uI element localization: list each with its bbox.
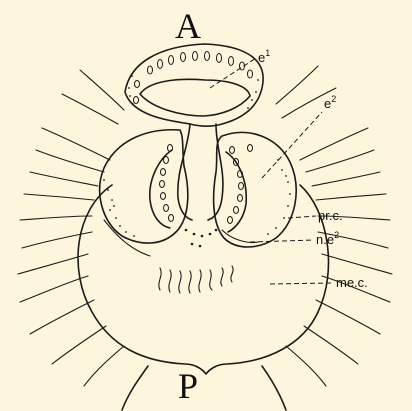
posterior-right-line [262,366,286,410]
anterior-label: A [175,6,201,46]
body-cilia [18,66,392,386]
right-lobe-inner [226,152,246,232]
posterior-left-line [122,366,148,410]
e1-cells [134,52,253,104]
label-e1: e1 [258,48,270,65]
left-lobe [100,130,188,243]
e1-inner-cavity [140,79,250,116]
label-prc: pr.c. [318,208,343,223]
label-ne2: n.e2 [316,230,339,247]
anterior-lobe-e1 [125,44,263,126]
label-e2: e2 [324,94,336,111]
body-outline [78,185,328,374]
central-dots [185,229,218,248]
posterior-label: P [178,366,198,406]
leader-ne2 [250,240,314,242]
leader-mec [270,283,334,284]
central-squiggles [159,266,233,293]
left-lobe-cells [160,145,174,222]
label-mec: me.c. [336,275,368,290]
right-lobe-e2 [214,132,297,247]
